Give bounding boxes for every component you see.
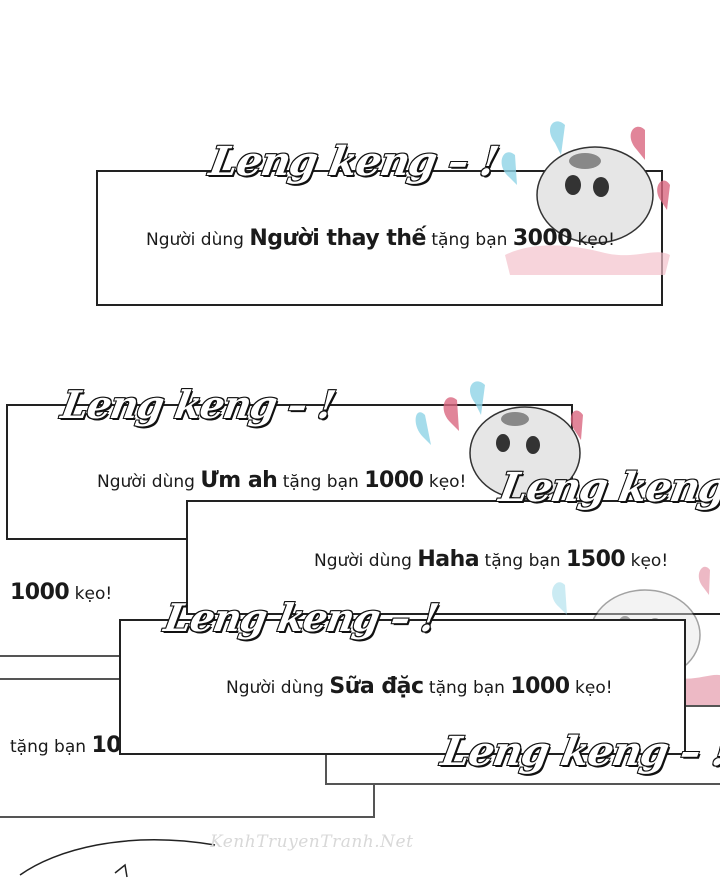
notification-panel-3	[186, 500, 720, 615]
ding-sound-effect-3: Leng keng – !	[495, 463, 720, 512]
hamster-sticker-2	[415, 381, 583, 500]
notification-message-3: Người dùng Haha tặng bạn 1500 kẹo!	[314, 547, 669, 572]
ding-sound-effect-2: Leng keng – !	[57, 381, 339, 428]
notification-panel-4	[119, 619, 686, 755]
ding-sound-effect-1: Leng keng – !	[205, 137, 502, 186]
partial-message-left: 1000 kẹo!	[10, 580, 113, 605]
partial-message-bottom: tặng bạn 10	[10, 733, 122, 758]
ding-sound-effect-4: Leng keng – !	[160, 594, 442, 641]
speech-bubble-outline	[19, 839, 216, 878]
notification-message-4: Người dùng Sữa đặc tặng bạn 1000 kẹo!	[226, 674, 613, 699]
notification-message-1: Người dùng Người thay thế tặng bạn 3000 …	[146, 226, 615, 251]
notification-message-2: Người dùng Ưm ah tặng bạn 1000 kẹo!	[97, 468, 467, 493]
watermark: KenhTruyenTranh.Net	[210, 832, 414, 852]
ding-sound-effect-5: Leng keng – !	[437, 727, 720, 776]
hamster-sticker-1	[501, 121, 670, 275]
